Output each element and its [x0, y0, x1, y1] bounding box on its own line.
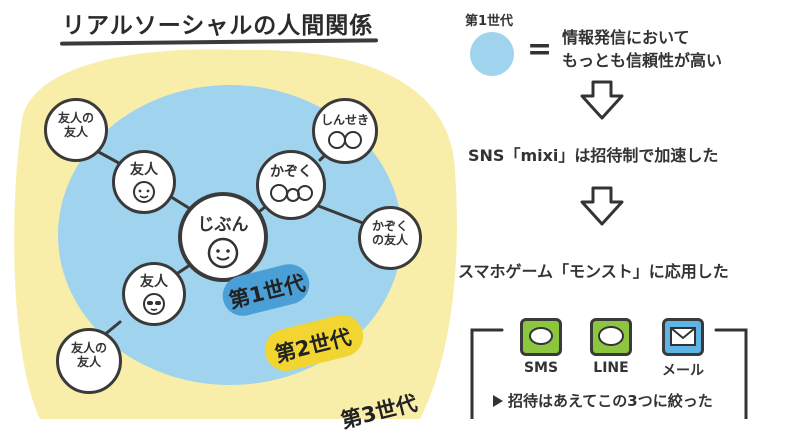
- friend-of-friend-label-top: 友人の友人: [57, 111, 94, 139]
- family-faces-icon: [270, 184, 313, 202]
- line-icon: [598, 326, 624, 346]
- relatives-faces-icon: [328, 131, 362, 149]
- friend-node-bottom: 友人: [122, 262, 186, 326]
- down-arrow-icon: [580, 186, 624, 226]
- legend-equals: =: [527, 32, 553, 67]
- legend-generation-label: 第1世代: [465, 14, 514, 29]
- smiling-face-icon: [207, 237, 239, 269]
- mail-icon: [670, 327, 696, 346]
- diagram-title: リアルソーシャルの人間関係: [62, 13, 374, 39]
- friend-of-friend-node-top: 友人の友人: [44, 98, 108, 162]
- family-friend-node: かぞくの友人: [358, 206, 422, 270]
- friend-label-bottom: 友人: [140, 274, 168, 290]
- apps-bracket: [470, 328, 748, 419]
- friend-label-top: 友人: [130, 162, 158, 178]
- legend-text-line1: 情報発信において: [562, 28, 690, 47]
- friend-node-top: 友人: [112, 150, 176, 214]
- step-monst-text: スマホゲーム「モンスト」に応用した: [458, 262, 729, 281]
- relatives-node: しんせき: [312, 98, 378, 164]
- sms-app-icon: [520, 318, 562, 356]
- smiling-face-icon: [133, 181, 155, 203]
- legend-text-line2: もっとも信頼性が高い: [562, 51, 723, 70]
- play-triangle-icon: [493, 395, 503, 407]
- line-label: LINE: [593, 360, 629, 376]
- relatives-label: しんせき: [320, 113, 369, 127]
- family-friend-label: かぞくの友人: [371, 219, 408, 247]
- mail-label: メール: [662, 363, 704, 379]
- sms-icon: [529, 327, 553, 345]
- sms-label: SMS: [523, 360, 559, 376]
- self-node: じぶん: [178, 192, 268, 282]
- legend-circle: [470, 32, 514, 76]
- down-arrow-icon: [580, 80, 624, 120]
- family-node: かぞく: [256, 150, 326, 220]
- self-label: じぶん: [197, 215, 249, 235]
- invite-note-text: 招待はあえてこの3つに絞った: [508, 392, 713, 410]
- sunglasses-face-icon: [143, 293, 165, 315]
- family-label: かぞく: [270, 164, 312, 180]
- step-mixi-text: SNS「mixi」は招待制で加速した: [468, 146, 719, 165]
- friend-of-friend-node-bottom: 友人の友人: [56, 328, 122, 394]
- friend-of-friend-label-bottom: 友人の友人: [70, 341, 107, 369]
- mail-app-icon: [662, 318, 704, 356]
- line-app-icon: [590, 318, 632, 356]
